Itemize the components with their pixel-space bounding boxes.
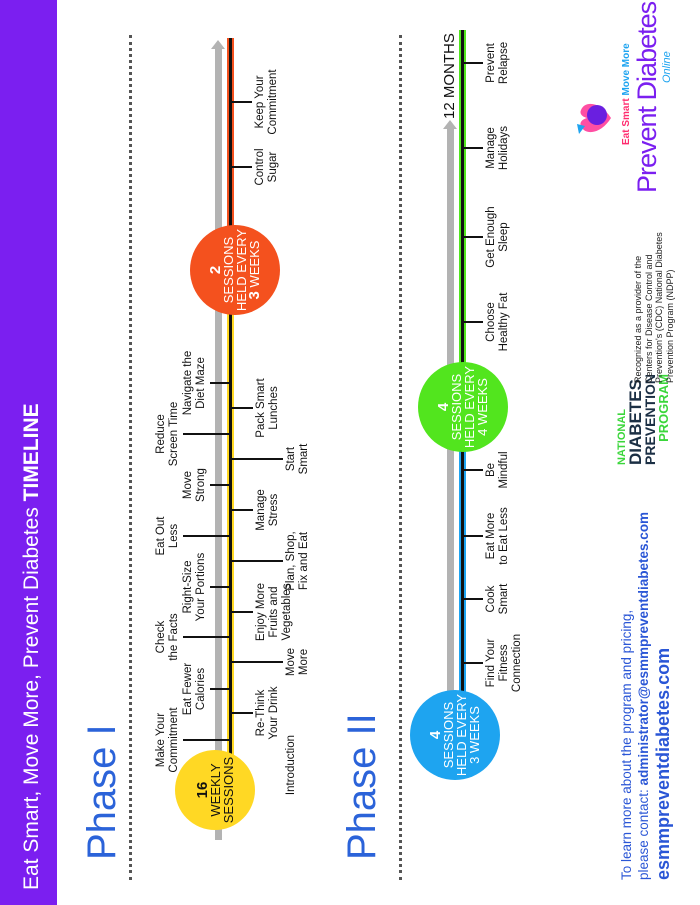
timeline-tick — [230, 166, 252, 168]
session-label: Check the Facts — [155, 613, 180, 661]
session-label: Be Mindful — [485, 451, 510, 489]
timeline-tick — [210, 484, 230, 486]
session-label: Eat Fewer Calories — [182, 662, 207, 716]
timeline-tick — [462, 598, 483, 600]
timeline-tick — [462, 321, 483, 323]
timeline-tick — [210, 382, 230, 384]
timeline-tick — [462, 469, 483, 471]
timeline-tick — [462, 535, 483, 537]
session-label: Plan, Shop, Fix and Eat — [285, 531, 310, 591]
session-label: Eat Out Less — [155, 516, 180, 556]
recognition-text: Recognized as a provider of the Centers … — [633, 232, 675, 383]
divider — [129, 35, 132, 880]
session-label: Make Your Commitment — [155, 707, 180, 773]
esmm-logo: Eat Smart Move More Prevent Diabetes Onl… — [575, 2, 675, 193]
timeline-tick — [462, 662, 483, 664]
session-label: Move Strong — [182, 468, 207, 502]
timeline-tick — [230, 712, 253, 714]
contact-info: To learn more about the program and pric… — [619, 511, 673, 880]
phase-1-title: Phase I — [80, 724, 124, 860]
session-label: Manage Stress — [255, 489, 280, 531]
session-label: Right-Size Your Portions — [182, 552, 207, 622]
phase-2-title: Phase II — [340, 713, 384, 860]
timeline-tick — [230, 611, 253, 613]
timeline-tick — [462, 147, 483, 149]
ndpp-logo: NATIONAL DIABETES PREVENTION PROGRAM — [616, 373, 671, 465]
timeline-tick — [230, 407, 253, 409]
website-link[interactable]: esmmpreventdiabetes.com — [653, 647, 673, 880]
heart-logo-icon — [577, 103, 611, 134]
phase-2-later-line — [461, 30, 464, 405]
session-label: Pack Smart Lunches — [255, 378, 280, 438]
session-label: Prevent Relapse — [485, 41, 510, 85]
session-label: Navigate the Diet Maze — [182, 350, 207, 416]
session-label: Re-Think Your Drink — [255, 686, 280, 740]
session-label: Start Smart — [285, 443, 310, 475]
timeline-tick — [230, 509, 253, 511]
divider — [399, 35, 402, 880]
timeline-tick — [462, 236, 483, 238]
timeline-tick — [210, 688, 230, 690]
timeline-tick — [230, 101, 252, 103]
session-label: Keep Your Commitment — [254, 69, 279, 135]
timeline-tick — [462, 62, 483, 64]
timeline-tick — [210, 586, 230, 588]
end-label: 12 MONTHS — [441, 33, 458, 119]
phase-1-later-sessions-circle: 2 SESSIONS HELD EVERY 3 WEEKS — [190, 225, 280, 315]
page-title: Eat Smart, Move More, Prevent Diabetes T… — [20, 403, 43, 890]
progress-arrow — [215, 48, 222, 840]
session-label: Reduce Screen Time — [155, 401, 180, 467]
weekly-sessions-circle: 16 WEEKLY SESSIONS — [175, 750, 255, 830]
email-link[interactable]: administrator@esmmpreventdiabetes.com — [636, 511, 651, 786]
session-label: Introduction — [285, 734, 297, 796]
